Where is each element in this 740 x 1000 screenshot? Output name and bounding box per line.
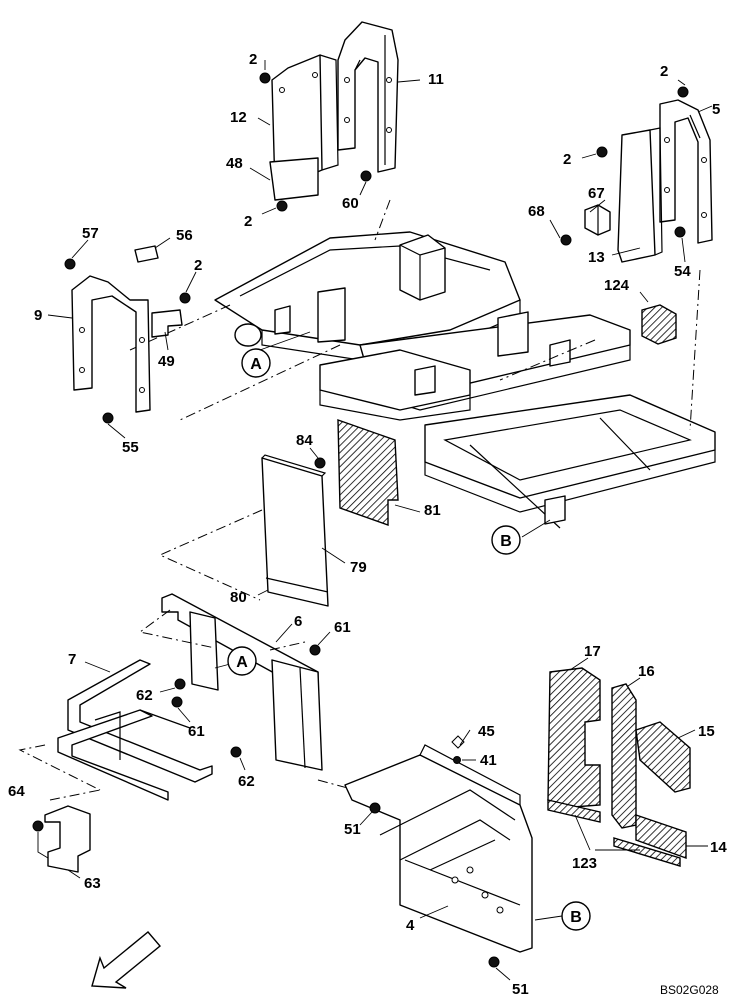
label-2-b: 2 xyxy=(244,213,252,230)
pad-14 xyxy=(635,814,687,859)
plate-48 xyxy=(269,157,319,201)
pad-17 xyxy=(547,667,601,809)
callout-circles: A A B B xyxy=(227,348,591,931)
bracket-11 xyxy=(337,21,399,173)
label-81: 81 xyxy=(424,502,441,519)
label-54: 54 xyxy=(674,263,691,280)
label-80: 80 xyxy=(230,589,247,606)
bracket-49 xyxy=(151,309,183,338)
label-68: 68 xyxy=(528,203,545,220)
panel-79 xyxy=(158,454,329,607)
label-49: 49 xyxy=(158,353,175,370)
part-labels: 2 11 12 48 2 60 2 5 2 67 68 13 54 124 57… xyxy=(8,51,727,998)
callout-b-1: B xyxy=(500,533,512,550)
label-16: 16 xyxy=(638,663,655,680)
bracket-63 xyxy=(44,789,101,873)
label-79: 79 xyxy=(350,559,367,576)
label-9: 9 xyxy=(34,307,42,324)
label-6: 6 xyxy=(294,613,302,630)
label-2-d: 2 xyxy=(563,151,571,168)
bracket-6 xyxy=(138,593,356,791)
label-4: 4 xyxy=(406,917,415,934)
drawing-code: BS02G028 xyxy=(660,983,719,997)
direction-arrow-icon xyxy=(91,931,161,989)
bolts xyxy=(32,72,689,968)
pad-15 xyxy=(635,721,691,793)
label-48: 48 xyxy=(226,155,243,172)
label-61-b: 61 xyxy=(188,723,205,740)
label-124: 124 xyxy=(604,277,630,294)
clip-56 xyxy=(134,245,159,263)
label-55: 55 xyxy=(122,439,139,456)
bracket-5 xyxy=(659,99,713,244)
label-7: 7 xyxy=(68,651,76,668)
label-67: 67 xyxy=(588,185,605,202)
label-61-a: 61 xyxy=(334,619,351,636)
label-13: 13 xyxy=(588,249,605,266)
main-frame xyxy=(129,199,716,529)
frame-4 xyxy=(344,744,533,953)
label-60: 60 xyxy=(342,195,359,212)
label-11: 11 xyxy=(428,71,444,88)
clip-67 xyxy=(584,204,611,236)
label-12: 12 xyxy=(230,109,247,126)
label-64: 64 xyxy=(8,783,25,800)
callout-b-2: B xyxy=(570,909,582,926)
label-15: 15 xyxy=(698,723,715,740)
label-62-a: 62 xyxy=(136,687,153,704)
leader-lines xyxy=(37,60,713,981)
pad-16 xyxy=(611,683,637,829)
pad-123 xyxy=(547,799,681,867)
label-17: 17 xyxy=(584,643,601,660)
label-2-e: 2 xyxy=(194,257,202,274)
label-51-b: 51 xyxy=(512,981,529,998)
label-14: 14 xyxy=(710,839,727,856)
label-62-b: 62 xyxy=(238,773,255,790)
callout-a-1: A xyxy=(250,356,262,373)
label-41: 41 xyxy=(480,752,497,769)
label-57: 57 xyxy=(82,225,99,242)
label-56: 56 xyxy=(176,227,193,244)
pad-124 xyxy=(641,304,677,345)
label-2-a: 2 xyxy=(249,51,257,68)
label-123: 123 xyxy=(572,855,597,872)
label-5: 5 xyxy=(712,101,720,118)
label-45: 45 xyxy=(478,723,495,740)
label-2-c: 2 xyxy=(660,63,668,80)
cover-plate-13 xyxy=(617,127,663,263)
callout-a-2: A xyxy=(236,654,248,671)
label-84: 84 xyxy=(296,432,313,449)
label-63: 63 xyxy=(84,875,101,892)
bracket-9 xyxy=(71,275,151,413)
label-51-a: 51 xyxy=(344,821,361,838)
frame-7 xyxy=(18,659,213,801)
pad-81 xyxy=(337,419,399,526)
